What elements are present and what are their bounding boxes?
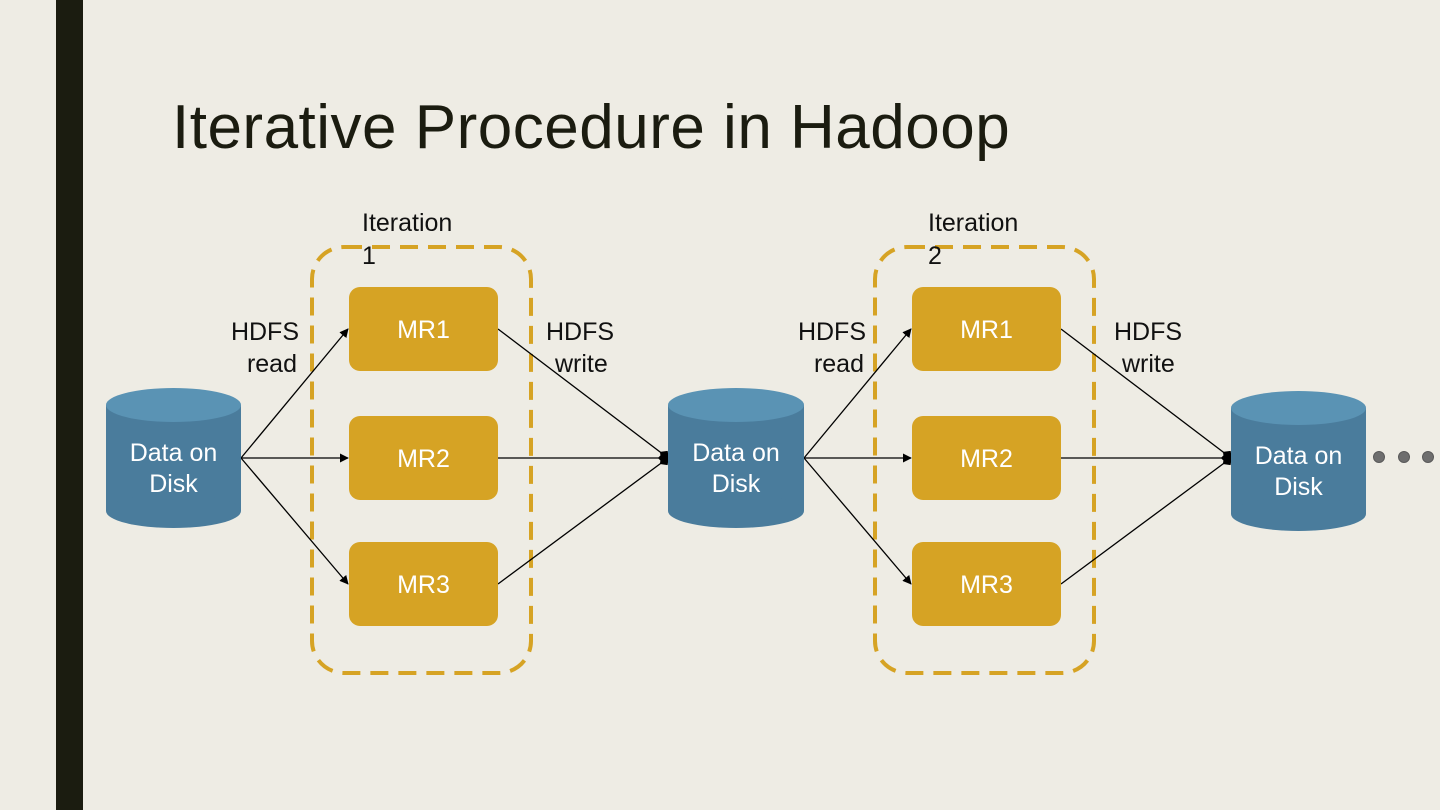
data-disk-label: Data on	[1255, 442, 1343, 470]
connector-group	[240, 328, 1232, 585]
hdfs-write-label: write	[554, 350, 608, 378]
mr-job-label: MR1	[960, 316, 1013, 344]
data-disk-label: Disk	[712, 470, 761, 498]
data-disk-cylinder: Data on Disk	[668, 388, 804, 528]
hdfs-read-label: HDFS	[798, 318, 866, 346]
iteration-label: Iteration	[362, 209, 452, 237]
hdfs-read-arrow	[240, 457, 349, 585]
hdfs-read-arrow	[803, 457, 912, 585]
hdfs-write-label: HDFS	[1114, 318, 1182, 346]
data-disk-label: Disk	[149, 470, 198, 498]
hdfs-write-label: write	[1121, 350, 1175, 378]
data-disk-label: Data on	[692, 439, 780, 467]
data-disk-label: Data on	[130, 439, 218, 467]
hdfs-read-label: read	[247, 350, 297, 378]
mr-job-box: MR2	[912, 416, 1061, 500]
ellipsis-icon	[1373, 451, 1434, 463]
mr-job-label: MR2	[397, 445, 450, 473]
hdfs-write-arrow	[1060, 456, 1232, 585]
mr-job-label: MR3	[960, 571, 1013, 599]
hdfs-write-arrow	[497, 328, 669, 460]
mr-job-box: MR3	[912, 542, 1061, 626]
slide-title: Iterative Procedure in Hadoop	[172, 93, 1011, 162]
accent-bar	[56, 0, 83, 810]
mr-job-label: MR2	[960, 445, 1013, 473]
mr-job-box: MR1	[349, 287, 498, 371]
iteration-label: Iteration	[928, 209, 1018, 237]
mr-job-box: MR2	[349, 416, 498, 500]
hdfs-read-arrow	[803, 328, 912, 459]
data-disk-label: Disk	[1274, 473, 1323, 501]
hdfs-read-label: HDFS	[231, 318, 299, 346]
data-disk-cylinder: Data on Disk	[106, 388, 241, 528]
mr-job-label: MR1	[397, 316, 450, 344]
mr-job-box: MR1	[912, 287, 1061, 371]
mr-job-box: MR3	[349, 542, 498, 626]
data-disk-cylinder: Data on Disk	[1231, 391, 1366, 531]
hdfs-write-label: HDFS	[546, 318, 614, 346]
hdfs-write-arrow	[497, 456, 669, 585]
hdfs-read-label: read	[814, 350, 864, 378]
mr-job-label: MR3	[397, 571, 450, 599]
iteration-label: 2	[928, 242, 942, 270]
hdfs-read-arrow	[240, 328, 349, 459]
iteration-label: 1	[362, 242, 376, 270]
hdfs-write-arrow	[1060, 328, 1232, 460]
